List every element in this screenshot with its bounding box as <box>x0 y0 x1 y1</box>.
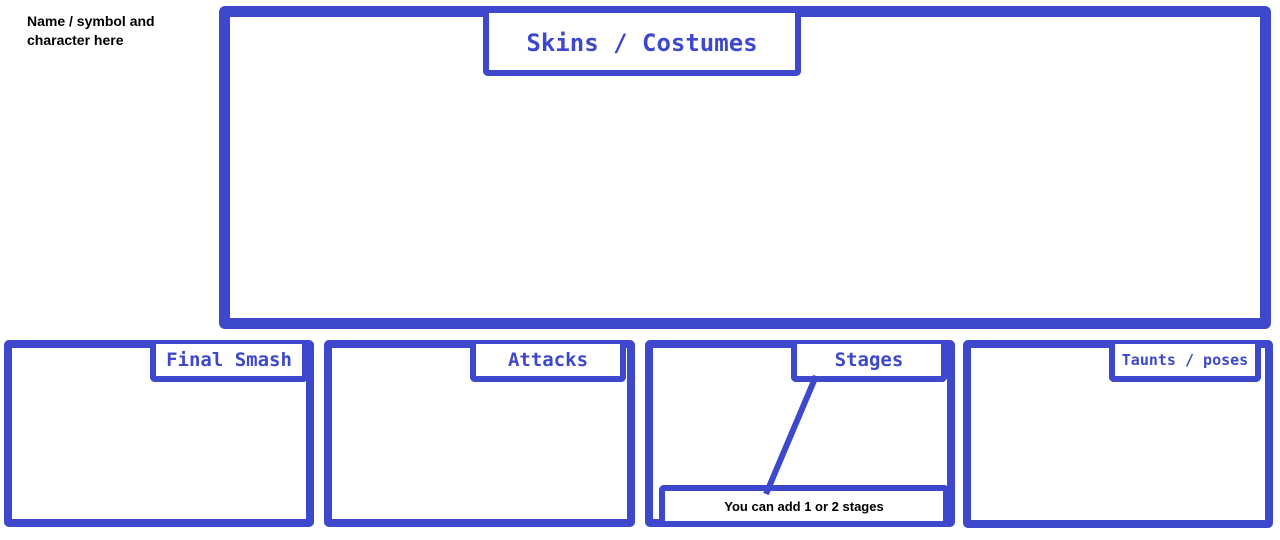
attacks-title: Attacks <box>470 344 626 382</box>
taunts-poses-panel: Taunts / poses <box>963 340 1273 528</box>
final-smash-panel: Final Smash <box>4 340 314 527</box>
attacks-panel: Attacks <box>324 340 635 527</box>
skins-costumes-title: Skins / Costumes <box>483 13 801 76</box>
stages-title: Stages <box>791 344 947 382</box>
final-smash-title: Final Smash <box>150 344 308 382</box>
stages-panel: Stages You can add 1 or 2 stages <box>645 340 955 527</box>
skins-costumes-panel: Skins / Costumes <box>219 6 1271 329</box>
taunts-poses-title: Taunts / poses <box>1109 344 1261 382</box>
stages-note: You can add 1 or 2 stages <box>659 485 949 521</box>
character-name-note: Name / symbol and character here <box>27 13 155 48</box>
